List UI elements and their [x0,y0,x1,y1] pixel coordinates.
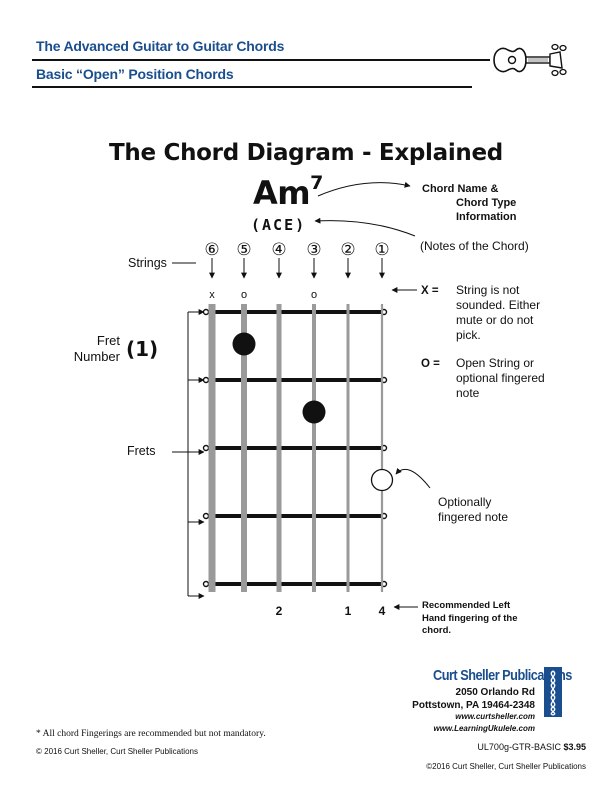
fret-lines [202,308,388,588]
string-marker: x [209,289,215,301]
fret-number-label: Fret Number [60,333,120,365]
string-number: ② [340,240,355,260]
frets-label: Frets [127,444,156,458]
optional-note-line-1: Optionally [438,495,492,509]
fret-number-line-1: Fret [96,333,120,348]
x-description: String is not sounded. Either mute or do… [456,283,540,343]
header-rule [32,59,490,61]
chord-name-info-line-3: Information [456,211,517,223]
product-code-text: UL700g-GTR-BASIC [477,742,561,752]
guitar-icon [493,43,567,77]
header-subtitle: Basic “Open” Position Chords [36,66,234,82]
fret-end-left [202,308,210,316]
x-key-label: X = [421,285,439,297]
recommended-line-2: Hand fingering of the [422,612,518,624]
string-number: ④ [271,240,286,260]
string-number: ① [374,240,389,260]
o-desc-line-1: Open String or [456,356,535,370]
website-link-2[interactable]: www.LearningUkulele.com [433,724,535,733]
website-link-1[interactable]: www.curtsheller.com [455,712,535,721]
string-marker: o [311,289,317,301]
fret-number-value: (1) [126,337,159,361]
copyright-left: © 2016 Curt Sheller, Curt Sheller Public… [36,747,198,756]
o-desc-line-3: note [456,386,480,400]
strings-label: Strings [128,256,167,270]
fret-end-left [202,444,210,452]
string-number: ⑤ [236,240,251,260]
fret-number-line-2: Number [73,349,120,364]
address-line-1: 2050 Orlando Rd [455,687,535,698]
footnote: * All chord Fingerings are recommended b… [36,729,266,739]
x-desc-line-1: String is not [456,283,520,297]
publisher-websites: www.curtsheller.com www.LearningUkulele.… [395,711,535,735]
x-desc-line-4: pick. [456,328,481,342]
optional-note-line-2: fingered note [438,510,509,524]
chord-name-root: Am [253,174,311,212]
chord-name-info-line-1: Chord Name & [422,183,499,195]
recommended-fingering-label: Recommended Left Hand fingering of the c… [422,600,518,638]
finger-number: 4 [379,604,386,618]
fret-end-left [202,376,210,384]
string-marker: o [241,289,247,301]
chord-name-info-line-2: Chord Type [456,197,517,209]
chord-name: Am7 [253,172,323,212]
price: $3.95 [563,742,586,752]
address-line-2: Pottstown, PA 19464-2348 [412,700,535,711]
optional-finger-dot [370,468,394,492]
product-code: UL700g-GTR-BASIC $3.95 [430,742,586,752]
chord-notes: (ACE) [251,216,307,234]
x-desc-line-2: sounded. Either [456,298,541,312]
chord-name-info-label: Chord Name & Chord Type Information [422,182,517,224]
x-desc-line-3: mute or do not [456,313,534,327]
finger-number: 2 [276,604,283,618]
finger-dot [302,400,326,424]
o-description: Open String or optional fingered note [456,356,545,401]
header-title: The Advanced Guitar to Guitar Chords [36,38,285,54]
finger-dot [232,332,256,356]
o-desc-line-2: optional fingered [456,371,545,385]
callout-arrows [172,181,431,610]
header-rule-secondary [32,86,472,88]
string-number: ③ [306,240,321,260]
publisher-address: 2050 Orlando Rd Pottstown, PA 19464-2348 [395,686,535,712]
recommended-line-1: Recommended Left [422,600,511,611]
copyright-right: ©2016 Curt Sheller, Curt Sheller Publica… [426,762,586,771]
publisher-logo-icon [544,667,562,717]
o-key-label: O = [421,358,440,370]
recommended-line-3: chord. [422,625,452,636]
chord-type-superscript: 7 [310,172,323,194]
fret-end-left [202,580,210,588]
notes-of-chord-label: (Notes of the Chord) [420,239,529,253]
finger-dots [232,332,394,492]
page-title: The Chord Diagram - Explained [109,140,503,166]
string-number: ⑥ [204,240,219,260]
optional-note-label: Optionally fingered note [438,495,508,525]
publisher-name: Curt Sheller Publications [433,667,572,684]
finger-number: 1 [345,604,352,618]
fret-end-left [202,512,210,520]
